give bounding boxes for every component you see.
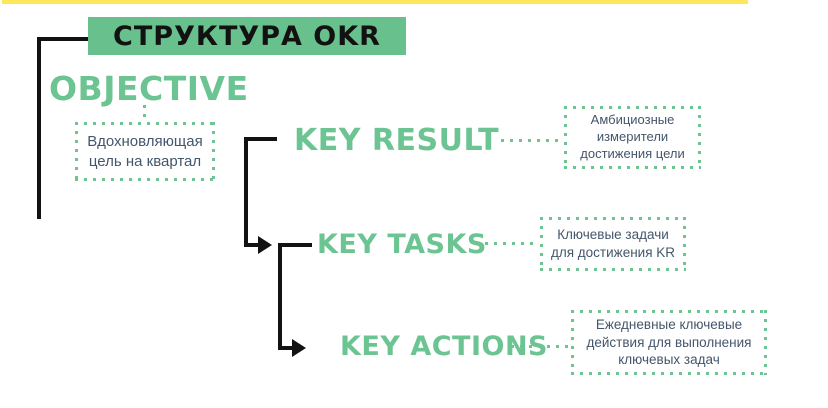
node-label-key-result: KEY RESULT (294, 123, 500, 158)
tree-line-keytasks-arrow-stub (247, 243, 259, 247)
node-label-objective: OBJECTIVE (49, 69, 249, 108)
tree-line-keytasks-horizontal (278, 243, 312, 247)
arrowhead-right-icon (258, 236, 272, 254)
note-box-objective: Вдохновляющая цель на квартал (75, 122, 215, 181)
title-highlight: СТРУКТУРА OKR (88, 17, 406, 55)
tree-line-main-vertical (37, 37, 41, 219)
arrowhead-right-icon (292, 339, 306, 357)
dotted-connector-key-actions (511, 345, 568, 348)
note-box-key-tasks: Ключевые задачи для достижения KR (540, 217, 686, 271)
page-title: СТРУКТУРА OKR (113, 20, 381, 52)
tree-line-title-horizontal (37, 37, 89, 41)
top-accent-bar (2, 0, 748, 4)
tree-line-keyactions-arrow-stub (281, 346, 293, 350)
note-box-key-result: Амбициозные измерители достижения цели (564, 106, 701, 169)
note-box-key-actions: Ежедневные ключевые действия для выполне… (571, 310, 767, 375)
tree-line-keyresult-horizontal (244, 137, 277, 141)
dotted-connector-objective (143, 105, 146, 121)
dotted-connector-key-result (501, 139, 559, 142)
tree-line-keyresult-vertical (244, 137, 248, 247)
node-label-key-tasks: KEY TASKS (317, 229, 487, 260)
dotted-connector-key-tasks (485, 242, 535, 245)
tree-line-keytasks-vertical (278, 243, 282, 350)
